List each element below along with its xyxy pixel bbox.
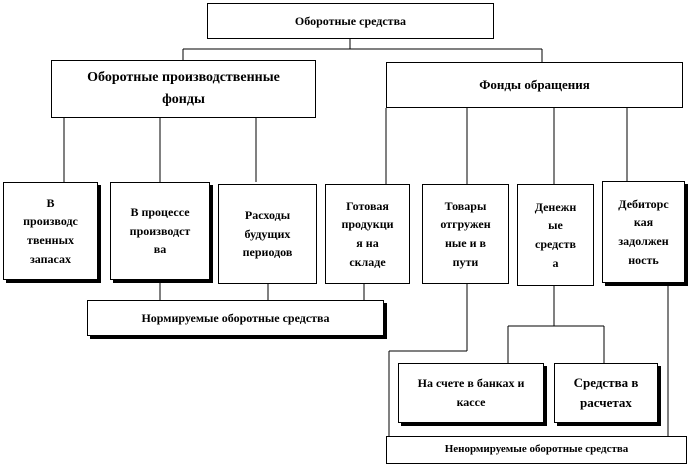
- root-label: Оборотные средства: [294, 13, 407, 28]
- finished-goods-box: Готовая продукци я на складе: [325, 184, 410, 284]
- circulation-funds-label: Фонды обращения: [479, 76, 590, 92]
- future-expenses-label: Расходы будущих периодов: [242, 208, 293, 260]
- in-process-label: В процессе производст ва: [129, 205, 191, 257]
- settlements-box: Средства в расчетах: [554, 363, 658, 423]
- receivables-box: Дебиторс кая задолжен ность: [602, 181, 685, 283]
- bank-accounts-box: На счете в банках и кассе: [398, 363, 544, 423]
- production-funds-label: Оборотные производственные фонды: [87, 70, 280, 107]
- normed-label: Нормируемые оборотные средства: [141, 310, 330, 325]
- bank-accounts-label: На счете в банках и кассе: [417, 376, 525, 409]
- normed-box: Нормируемые оборотные средства: [87, 300, 384, 336]
- in-stock-label: В производс твенных запасах: [23, 195, 78, 266]
- production-funds-box: Оборотные производственные фонды: [51, 60, 316, 118]
- non-normed-label: Ненормируемые оборотные средства: [444, 443, 629, 456]
- cash-box: Денежн ые средств а: [517, 184, 594, 286]
- in-process-box: В процессе производст ва: [110, 182, 210, 280]
- root-box: Оборотные средства: [207, 3, 494, 39]
- receivables-label: Дебиторс кая задолжен ность: [618, 196, 669, 267]
- future-expenses-box: Расходы будущих периодов: [218, 184, 317, 284]
- finished-goods-label: Готовая продукци я на складе: [341, 198, 394, 269]
- circulation-funds-box: Фонды обращения: [386, 62, 683, 108]
- goods-shipped-box: Товары отгружен ные и в пути: [422, 184, 509, 284]
- goods-shipped-label: Товары отгружен ные и в пути: [440, 198, 491, 269]
- settlements-label: Средства в расчетах: [573, 374, 639, 410]
- non-normed-box: Ненормируемые оборотные средства: [386, 436, 687, 464]
- in-stock-box: В производс твенных запасах: [3, 182, 98, 280]
- cash-label: Денежн ые средств а: [534, 199, 577, 270]
